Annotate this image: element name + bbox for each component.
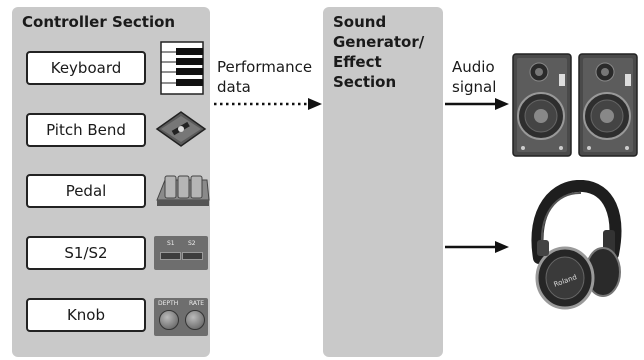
s1-s2-label: S1/S2: [64, 244, 108, 262]
knob-icon: DEPTH RATE: [154, 298, 208, 336]
rate-knob-shape: [185, 310, 205, 330]
s1-s2-box: S1/S2: [26, 236, 146, 270]
pedal-box: Pedal: [26, 174, 146, 208]
pitch-bend-label: Pitch Bend: [46, 121, 126, 139]
s2-text: S2: [188, 240, 196, 247]
keyboard-icon: [160, 41, 204, 95]
right-speaker: [578, 53, 638, 157]
audio-signal-label: Audio signal: [452, 58, 497, 96]
pedal-label: Pedal: [65, 182, 107, 200]
s2-button-shape: [182, 252, 203, 260]
keyboard-label: Keyboard: [50, 59, 122, 77]
depth-text: DEPTH: [158, 300, 179, 307]
s1-button-shape: [160, 252, 181, 260]
pitch-bend-box: Pitch Bend: [26, 113, 146, 147]
knob-box: Knob: [26, 298, 146, 332]
controller-section-title: Controller Section: [22, 13, 176, 31]
keyboard-box: Keyboard: [26, 51, 146, 85]
arrow-right-icon: [445, 241, 509, 253]
headphones-icon: Roland: [531, 180, 622, 310]
speakers-icon: [512, 53, 638, 157]
knob-label: Knob: [66, 306, 106, 324]
dotted-arrow-icon: [214, 98, 322, 110]
s1-text: S1: [167, 240, 175, 247]
pitch-bend-icon: [155, 111, 207, 147]
arrow-right-icon: [445, 98, 509, 110]
rate-text: RATE: [189, 300, 205, 307]
sound-generator-panel: Sound Generator/ Effect Section: [323, 7, 443, 357]
left-speaker: [512, 53, 572, 157]
depth-knob-shape: [159, 310, 179, 330]
s1-s2-buttons-icon: S1 S2: [154, 236, 208, 270]
performance-data-label: Performance data: [217, 58, 313, 96]
pedal-icon: [156, 175, 210, 206]
sound-generator-title: Sound Generator/ Effect Section: [333, 13, 425, 91]
